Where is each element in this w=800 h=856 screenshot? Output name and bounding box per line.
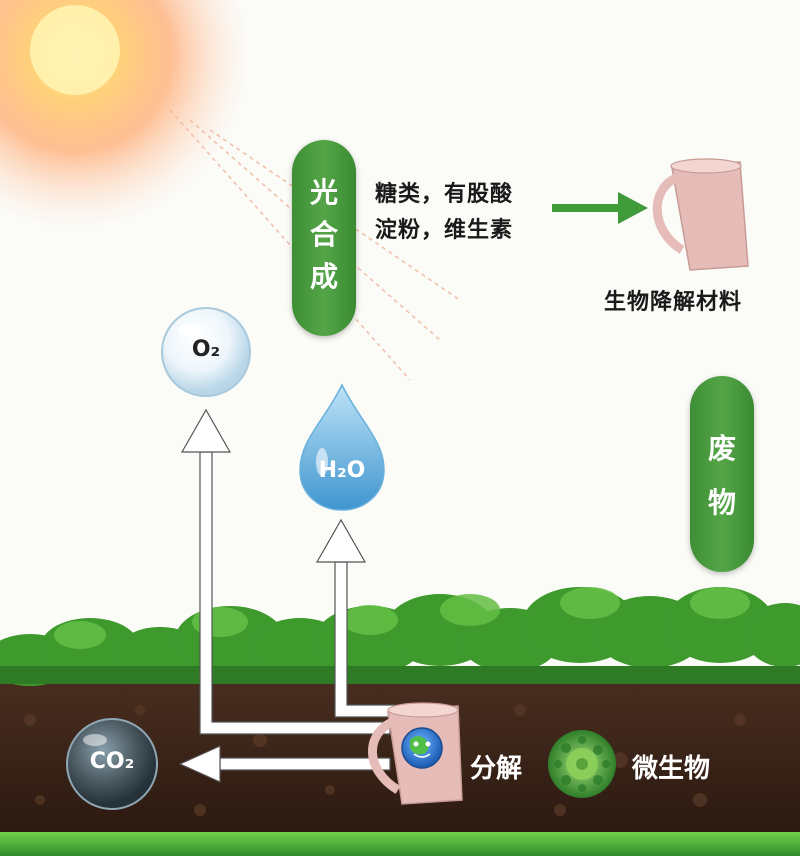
water-label: H₂O xyxy=(318,458,366,483)
globe-mascot-icon xyxy=(401,727,443,769)
arrows xyxy=(178,408,396,783)
photosynthesis-pill: 光 合 成 xyxy=(292,140,356,336)
bottom-bar xyxy=(0,832,800,856)
products-line-1: 糖类，有股酸 xyxy=(375,182,514,207)
co2-label: CO₂ xyxy=(89,749,135,774)
grass-band xyxy=(0,666,800,684)
soil-texture xyxy=(24,704,746,816)
products-line-2: 淀粉，维生素 xyxy=(375,218,514,243)
sun-rays xyxy=(169,109,461,381)
arrow-to-oxygen-head xyxy=(180,408,232,453)
arrow-to-water-head xyxy=(315,518,367,563)
decompose-label: 分解 xyxy=(470,754,523,784)
photosynthesis-char-3: 成 xyxy=(309,260,338,293)
water-drop xyxy=(299,383,385,511)
photosynthesis-char-1: 光 xyxy=(309,176,338,209)
photosynthesis-char-2: 合 xyxy=(309,218,338,251)
waste-char-1: 废 xyxy=(707,432,736,465)
microbe-icon xyxy=(548,730,616,798)
arrow-to-co2-shaft xyxy=(219,757,391,771)
bio-material-label: 生物降解材料 xyxy=(604,290,743,315)
cup-biodegradable xyxy=(652,158,749,271)
oxygen-label: O₂ xyxy=(191,337,221,362)
sun-core xyxy=(30,5,120,95)
arrow-to-material xyxy=(552,192,648,224)
waste-pill: 废 物 xyxy=(690,376,754,572)
arrow-to-co2-head xyxy=(178,745,221,783)
waste-char-2: 物 xyxy=(707,486,736,519)
microbe-label: 微生物 xyxy=(632,754,711,784)
